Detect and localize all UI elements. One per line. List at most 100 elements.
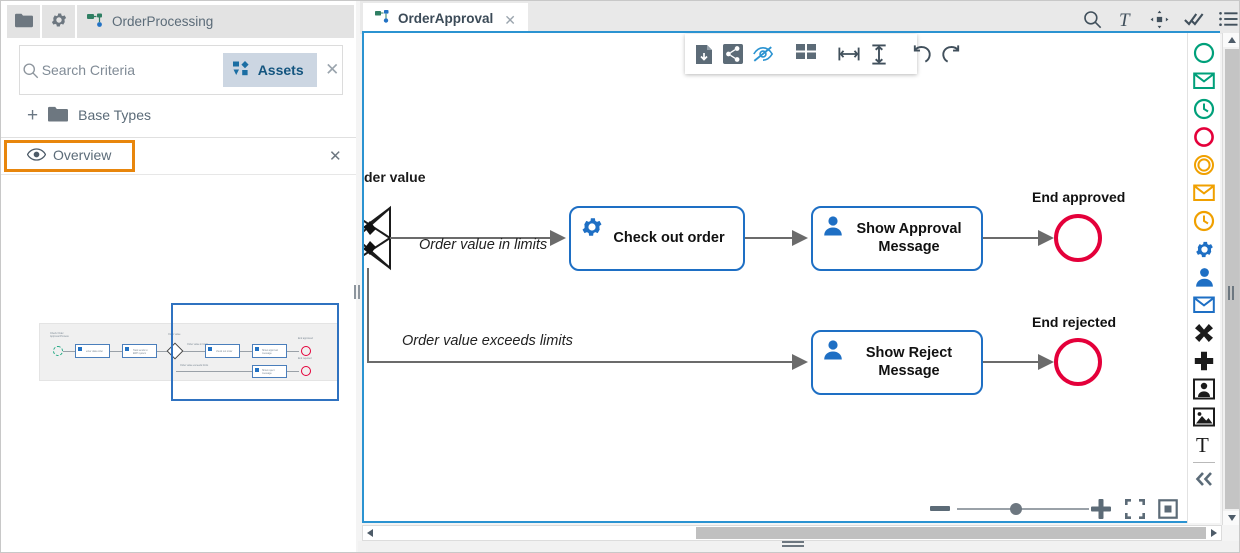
intermediate-event-icon[interactable] bbox=[1188, 151, 1221, 179]
flow-label-exceeds-limits: Order value exceeds limits bbox=[402, 333, 573, 349]
search-icon bbox=[20, 62, 42, 79]
palette-separator bbox=[1193, 462, 1215, 463]
user-task-icon bbox=[822, 215, 844, 240]
hide-icon[interactable] bbox=[752, 42, 774, 66]
assets-filter-button[interactable]: Assets bbox=[222, 53, 317, 87]
distribute-vertical-icon[interactable] bbox=[869, 42, 889, 66]
add-base-type-icon[interactable]: + bbox=[27, 104, 39, 126]
end-event-icon[interactable] bbox=[1188, 123, 1221, 151]
minimap-task: enter data order bbox=[75, 344, 110, 358]
project-tab-label: OrderProcessing bbox=[112, 14, 214, 29]
center-diagram-icon[interactable] bbox=[1151, 499, 1184, 519]
vertical-scrollbar-thumb[interactable] bbox=[1225, 49, 1239, 509]
list-icon[interactable] bbox=[1219, 11, 1238, 27]
parallel-gateway-icon[interactable] bbox=[1188, 347, 1221, 375]
editor-tabbar: OrderApproval ✕ bbox=[360, 1, 1239, 34]
collapse-palette-icon[interactable] bbox=[1188, 465, 1221, 493]
minimap-flow bbox=[183, 351, 205, 352]
bottom-splitter-handle[interactable] bbox=[781, 539, 805, 549]
diagram-canvas[interactable]: der value Order value in limits Order va… bbox=[362, 31, 1220, 523]
tab-orderapproval[interactable]: OrderApproval ✕ bbox=[363, 3, 528, 34]
scroll-left-button[interactable] bbox=[363, 526, 377, 540]
diagram-icon bbox=[375, 10, 390, 27]
text-format-icon[interactable]: T bbox=[1117, 10, 1135, 29]
user-task-icon[interactable] bbox=[1188, 263, 1221, 291]
fit-to-screen-icon[interactable] bbox=[1119, 499, 1152, 519]
zoom-slider-track bbox=[956, 508, 1089, 510]
editor-area: OrderApproval ✕ T bbox=[360, 1, 1239, 552]
send-task-icon[interactable] bbox=[1188, 291, 1221, 319]
minimap-label: End rejected bbox=[298, 357, 312, 360]
end-approved-label: End approved bbox=[1032, 189, 1126, 205]
overview-title: Overview bbox=[53, 147, 112, 163]
zoom-out-button[interactable] bbox=[924, 506, 957, 512]
assets-label: Assets bbox=[257, 62, 304, 78]
horizontal-scrollbar-thumb[interactable] bbox=[696, 527, 1206, 539]
task-show-approval-message[interactable]: Show Approval Message bbox=[811, 206, 983, 271]
start-event-message-icon[interactable] bbox=[1188, 67, 1221, 95]
distribute-horizontal-icon[interactable] bbox=[838, 42, 860, 66]
minimap-flow bbox=[287, 351, 299, 352]
minimap-flow bbox=[63, 351, 75, 352]
scroll-down-button[interactable] bbox=[1223, 511, 1239, 525]
redo-icon[interactable] bbox=[941, 42, 962, 66]
service-task-gear-icon bbox=[580, 215, 604, 242]
panel-divider bbox=[1, 137, 356, 138]
minimap-viewport-rectangle[interactable] bbox=[171, 303, 339, 401]
flow-label-in-limits: Order value in limits bbox=[419, 237, 548, 253]
end-event-rejected[interactable] bbox=[1054, 338, 1102, 386]
settings-tab[interactable] bbox=[42, 5, 75, 38]
grid-layout-icon[interactable] bbox=[796, 42, 816, 66]
start-event-timer-icon[interactable] bbox=[1188, 95, 1221, 123]
vertical-scrollbar[interactable] bbox=[1222, 33, 1239, 525]
image-icon[interactable] bbox=[1188, 403, 1221, 431]
pool-icon[interactable] bbox=[1188, 375, 1221, 403]
scroll-up-button[interactable] bbox=[1223, 33, 1239, 47]
task-show-reject-message[interactable]: Show Reject Message bbox=[811, 330, 983, 395]
validate-icon[interactable] bbox=[1184, 11, 1204, 28]
search-input[interactable] bbox=[41, 62, 223, 78]
start-event-none-icon[interactable] bbox=[1188, 39, 1221, 67]
folder-tab[interactable] bbox=[7, 5, 40, 38]
minimap-flow bbox=[287, 371, 299, 372]
intermediate-timer-event-icon[interactable] bbox=[1188, 207, 1221, 235]
search-icon[interactable] bbox=[1083, 10, 1102, 29]
zoom-slider-thumb[interactable] bbox=[1010, 503, 1023, 515]
search-clear-button[interactable]: ✕ bbox=[325, 60, 340, 79]
intermediate-message-event-icon[interactable] bbox=[1188, 179, 1221, 207]
overview-header[interactable] bbox=[3, 139, 356, 173]
right-panel-splitter-handle[interactable] bbox=[1227, 284, 1235, 302]
end-event-approved[interactable] bbox=[1054, 214, 1102, 262]
search-criteria-box: Assets ✕ bbox=[19, 45, 343, 95]
user-task-icon bbox=[822, 339, 844, 364]
base-types-label: Base Types bbox=[78, 107, 152, 123]
tab-close-button[interactable]: ✕ bbox=[504, 12, 516, 28]
eye-icon bbox=[26, 148, 47, 164]
task-check-out-order[interactable]: Check out order bbox=[569, 206, 745, 271]
overview-close-button[interactable]: ✕ bbox=[329, 148, 342, 165]
assets-icon bbox=[232, 60, 251, 80]
horizontal-scrollbar[interactable] bbox=[362, 525, 1222, 541]
minimap-flow bbox=[176, 371, 252, 372]
export-document-icon[interactable] bbox=[695, 42, 714, 66]
move-icon[interactable] bbox=[1150, 10, 1169, 29]
scroll-right-button[interactable] bbox=[1207, 526, 1221, 540]
base-types-row[interactable]: + Base Types bbox=[19, 99, 343, 131]
zoom-slider[interactable] bbox=[956, 499, 1089, 519]
minimap-label: Order value exceeds limits bbox=[180, 364, 209, 367]
zoom-in-button[interactable] bbox=[1084, 499, 1119, 519]
undo-icon[interactable] bbox=[911, 42, 932, 66]
share-icon[interactable] bbox=[723, 42, 743, 66]
task-label: Show Reject Message bbox=[865, 345, 953, 379]
service-task-icon[interactable] bbox=[1188, 235, 1221, 263]
exclusive-gateway-icon[interactable] bbox=[1188, 319, 1221, 347]
project-tab[interactable]: OrderProcessing bbox=[77, 5, 354, 38]
task-label: Check out order bbox=[613, 229, 725, 246]
text-annotation-icon[interactable]: T bbox=[1188, 431, 1221, 459]
element-palette: T bbox=[1187, 33, 1220, 523]
panel-splitter-handle[interactable] bbox=[353, 283, 361, 301]
folder-icon bbox=[14, 13, 33, 31]
